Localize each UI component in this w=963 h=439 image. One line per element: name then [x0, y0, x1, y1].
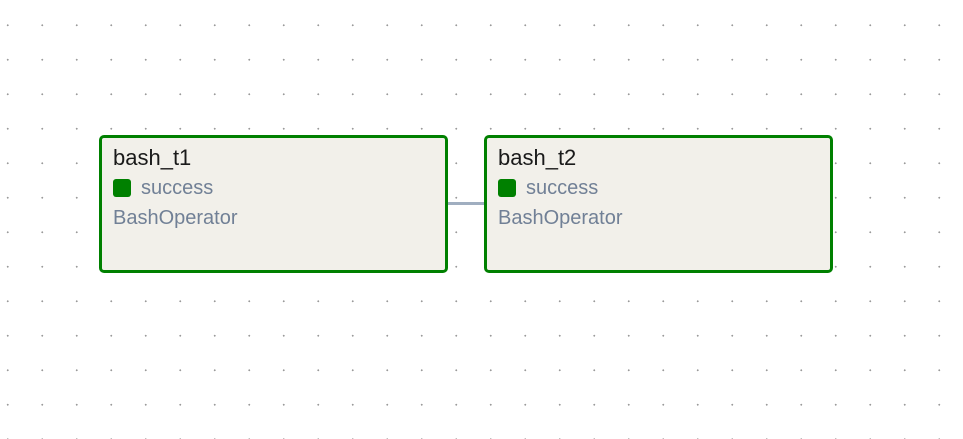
task-state: success — [498, 176, 830, 200]
task-node-bash_t2[interactable]: bash_t2 success BashOperator — [484, 135, 833, 273]
task-state-label: success — [526, 177, 599, 199]
status-square-icon — [498, 179, 516, 197]
edge-bash_t1-bash_t2 — [448, 202, 484, 205]
operator-label: BashOperator — [113, 207, 238, 229]
operator-label: BashOperator — [498, 207, 623, 229]
task-state-label: success — [141, 177, 214, 199]
task-id-label: bash_t1 — [113, 145, 192, 170]
task-id-label: bash_t2 — [498, 145, 577, 170]
status-square-icon — [113, 179, 131, 197]
task-state: success — [113, 176, 445, 200]
task-node-bash_t1[interactable]: bash_t1 success BashOperator — [99, 135, 448, 273]
